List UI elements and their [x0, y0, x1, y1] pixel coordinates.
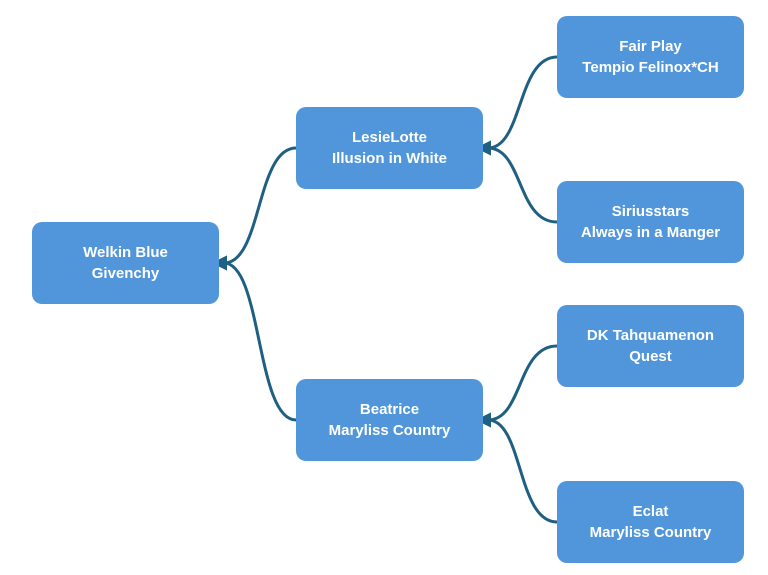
- node-sire-sire[interactable]: Fair Play Tempio Felinox*CH: [557, 16, 744, 98]
- node-sire-sire-line1: Fair Play: [619, 38, 682, 55]
- connector-dam-dam-to-dam: [476, 412, 558, 524]
- connector-dam-to-root: [212, 255, 297, 422]
- node-root[interactable]: Welkin Blue Givenchy: [32, 222, 219, 304]
- node-dam-dam-line2: Maryliss Country: [589, 524, 712, 541]
- node-root-line2: Givenchy: [91, 265, 160, 282]
- connector-sire-dam-to-sire: [476, 140, 558, 224]
- connector-sire-to-root: [212, 146, 297, 271]
- node-dam-sire[interactable]: DK Tahquamenon Quest: [557, 305, 744, 387]
- node-sire-sire-line2: Tempio Felinox*CH: [582, 59, 719, 76]
- node-sire-dam[interactable]: Siriusstars Always in a Manger: [557, 181, 744, 263]
- node-dam-line1: Beatrice: [359, 401, 420, 418]
- node-dam-dam[interactable]: Eclat Maryliss Country: [557, 481, 744, 563]
- connector-dam-sire-to-dam: [476, 344, 558, 428]
- node-sire-dam-line1: Siriusstars: [611, 203, 690, 220]
- node-dam[interactable]: Beatrice Maryliss Country: [296, 379, 483, 461]
- node-sire-line1: LesieLotte: [351, 129, 427, 146]
- node-dam-line2: Maryliss Country: [328, 422, 451, 439]
- connector-sire-sire-to-sire: [476, 55, 558, 156]
- node-dam-sire-line1: DK Tahquamenon: [586, 327, 715, 344]
- node-dam-sire-line2: Quest: [629, 348, 672, 365]
- node-root-line1: Welkin Blue: [83, 244, 168, 261]
- node-sire-dam-line2: Always in a Manger: [580, 224, 721, 241]
- node-dam-dam-line1: Eclat: [632, 503, 669, 520]
- node-sire[interactable]: LesieLotte Illusion in White: [296, 107, 483, 189]
- node-sire-line2: Illusion in White: [332, 150, 447, 167]
